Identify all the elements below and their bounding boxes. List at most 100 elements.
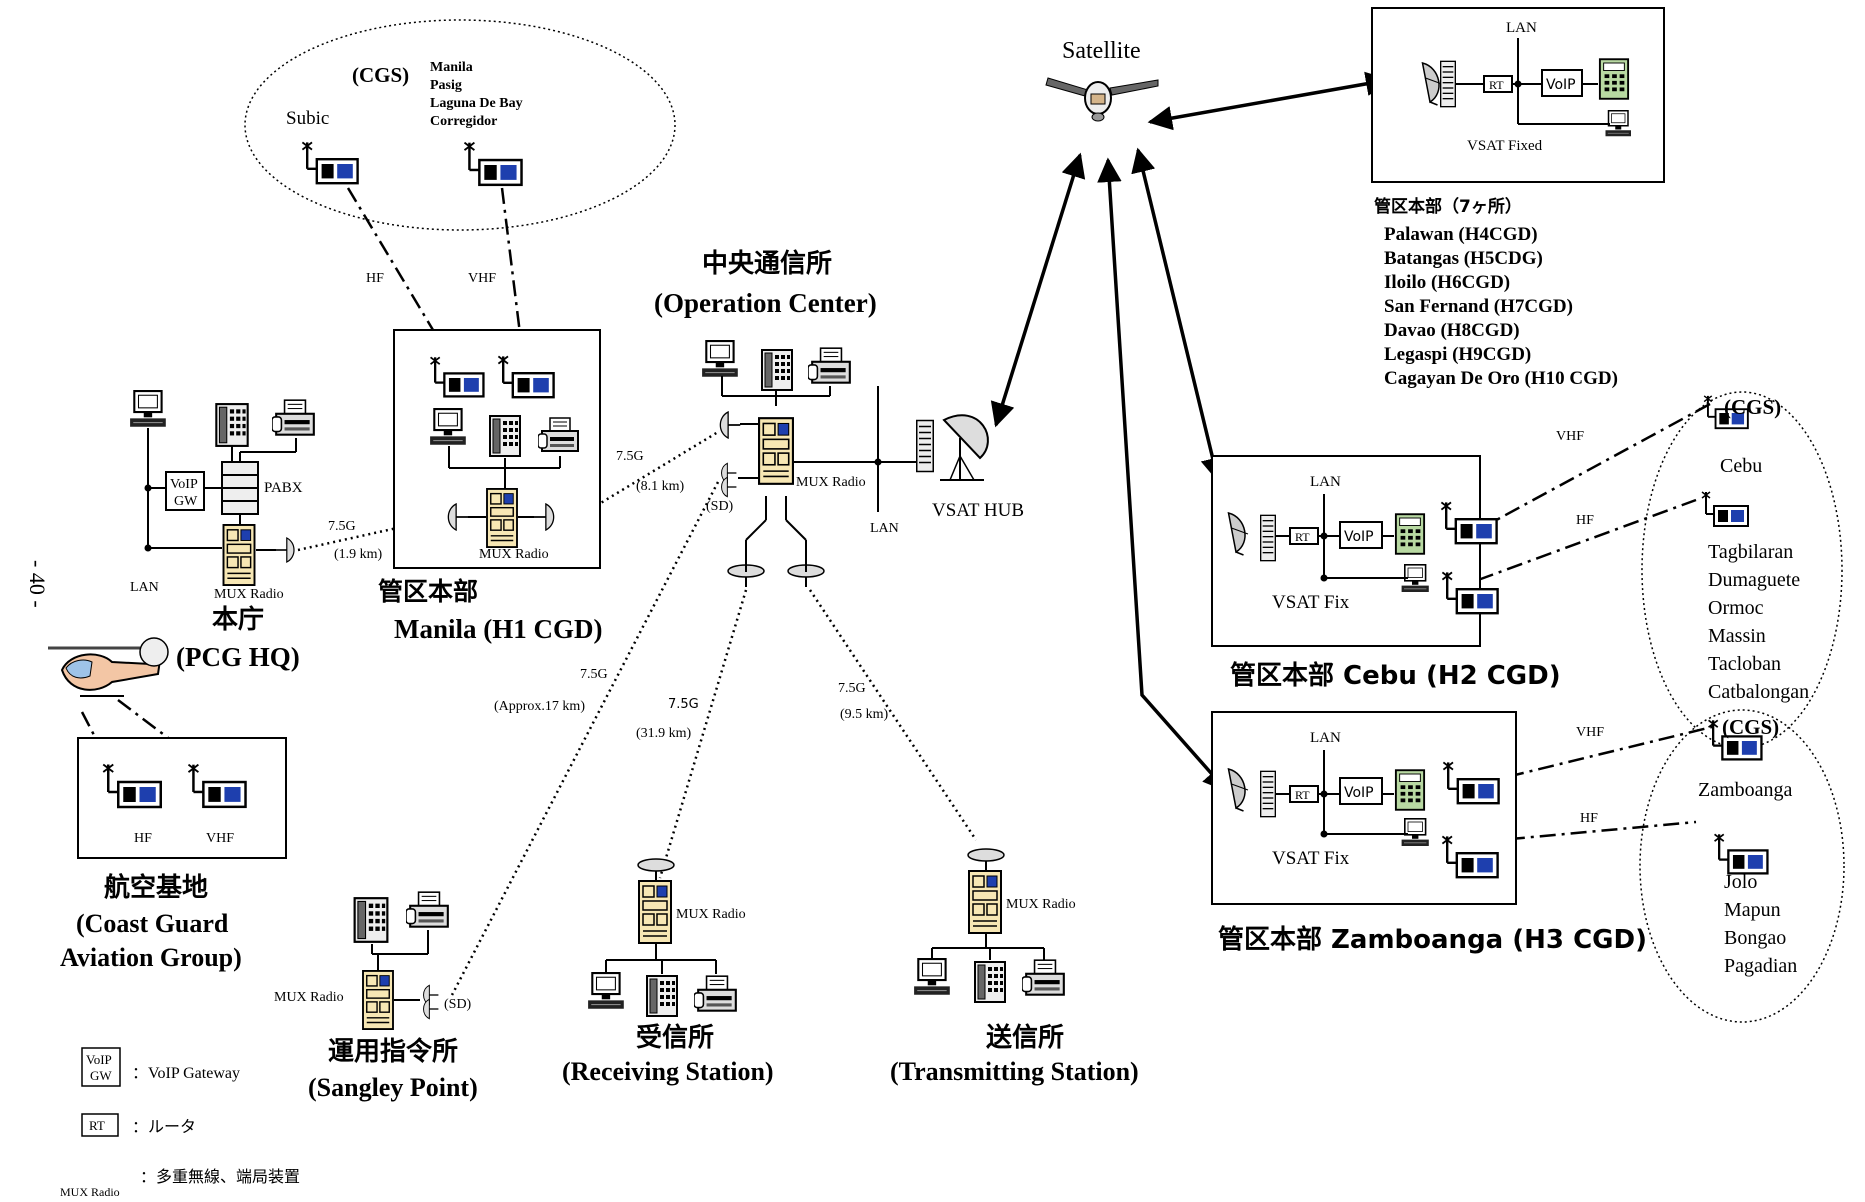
aviation-title-en1: (Coast Guard xyxy=(76,909,229,938)
server-rack-icon xyxy=(917,421,934,472)
svg-text:Cebu: Cebu xyxy=(1720,455,1762,477)
aviation-title-jp: 航空基地 xyxy=(104,872,208,903)
fax-icon xyxy=(694,976,736,1011)
svg-text:Zamboanga: Zamboanga xyxy=(1698,779,1793,801)
svg-text:HF: HF xyxy=(1576,513,1594,528)
svg-text:VSAT Fix: VSAT Fix xyxy=(1272,592,1350,613)
h1-title-jp: 管区本部 xyxy=(378,577,478,606)
svg-text:LAN: LAN xyxy=(870,521,899,536)
regional-item-0: Palawan (H4CGD) xyxy=(1384,224,1538,245)
svg-text:7.5G: 7.5G xyxy=(838,681,866,696)
cgs-top-place-0: Manila xyxy=(430,60,473,75)
computer-icon xyxy=(130,391,166,427)
svg-text:VHF: VHF xyxy=(1576,725,1604,740)
svg-text:HF: HF xyxy=(1580,811,1598,826)
transmitting-station: MUX Radio xyxy=(914,849,1076,1002)
svg-text:7.5G: 7.5G xyxy=(616,449,644,464)
link-sat-hub xyxy=(996,155,1080,425)
pcg-hq: VoIP GW PABX LAN MUX Radio xyxy=(130,391,314,602)
ops-title-jp: 中央通信所 xyxy=(702,249,832,279)
cebu-cgs-group: (CGS) Cebu Tagbilaran Dumaguete Ormoc Ma… xyxy=(1642,392,1842,748)
sangley-point: MUX Radio (SD) xyxy=(274,892,472,1029)
cgs-top-group: (CGS) Manila Pasig Laguna De Bay Corregi… xyxy=(245,20,675,230)
fax-icon xyxy=(1022,960,1064,995)
vhf-link-label: VHF xyxy=(468,271,496,286)
zamboanga-place-0: Jolo xyxy=(1724,871,1757,893)
satellite: Satellite xyxy=(1046,38,1158,121)
cebu-place-3: Massin xyxy=(1708,625,1766,647)
legend-mux-label: MUX Radio xyxy=(60,1185,120,1199)
telephone-icon xyxy=(355,898,388,942)
sd-antenna-icon xyxy=(424,999,439,1018)
fax-icon xyxy=(406,892,448,927)
transmitting-title-en: (Transmitting Station) xyxy=(890,1057,1139,1086)
hf-radio-icon xyxy=(1715,834,1768,873)
helicopter-icon xyxy=(48,638,168,696)
satellite-label: Satellite xyxy=(1062,38,1141,64)
regional-item-6: Cagayan De Oro (H10 CGD) xyxy=(1384,368,1618,389)
computer-icon xyxy=(588,973,624,1009)
svg-text:VHF: VHF xyxy=(1556,429,1584,444)
regional-item-2: Iloilo (H6CGD) xyxy=(1384,272,1510,293)
microwave-antenna-icon xyxy=(276,538,294,562)
vhf-radio-icon xyxy=(464,143,521,185)
computer-icon xyxy=(702,341,738,377)
aviation-title-en2: Aviation Group) xyxy=(60,943,242,972)
svg-text:(SD): (SD) xyxy=(444,997,472,1012)
cebu-place-5: Catbalongan xyxy=(1708,681,1809,703)
computer-icon xyxy=(914,959,950,995)
cebu-place-2: Ormoc xyxy=(1708,597,1764,619)
svg-text:(31.9 km): (31.9 km) xyxy=(636,726,692,741)
zamboanga-cgs-group: (CGS) Zamboanga Jolo Mapun Bongao Pagadi… xyxy=(1640,710,1844,1022)
svg-text:VoIP: VoIP xyxy=(170,477,198,492)
cebu-place-0: Tagbilaran xyxy=(1708,541,1793,563)
mux-radio-icon xyxy=(969,871,1001,933)
svg-text:(CGS): (CGS) xyxy=(1724,395,1781,419)
regional-item-5: Legaspi (H9CGD) xyxy=(1384,344,1531,365)
regional-heading: 管区本部（7ヶ所） xyxy=(1374,196,1522,217)
zamboanga-title: 管区本部 Zamboanga (H3 CGD) xyxy=(1218,925,1647,955)
svg-text:VoIP: VoIP xyxy=(1546,77,1576,93)
link-sat-regional xyxy=(1150,80,1388,122)
cebu-place-1: Dumaguete xyxy=(1708,569,1800,591)
svg-text:VHF: VHF xyxy=(206,831,234,846)
link-sat-zamboanga xyxy=(1108,160,1226,790)
receiving-title-jp: 受信所 xyxy=(636,1022,714,1053)
svg-text:7.5G: 7.5G xyxy=(580,667,608,682)
svg-text:MUX Radio: MUX Radio xyxy=(214,587,284,602)
voip-phone-icon xyxy=(1396,770,1424,810)
fax-icon xyxy=(808,348,850,383)
zamboanga-place-1: Mapun xyxy=(1724,899,1781,921)
cgs-top-title: (CGS) xyxy=(352,63,409,87)
svg-text:VSAT Fixed: VSAT Fixed xyxy=(1467,138,1543,154)
receiving-title-en: (Receiving Station) xyxy=(562,1057,774,1086)
h1-title-en: Manila (H1 CGD) xyxy=(394,614,603,644)
fax-icon xyxy=(272,400,314,435)
svg-text:(8.1 km): (8.1 km) xyxy=(636,479,685,494)
cgs-top-place-3: Corregidor xyxy=(430,114,497,129)
sangley-title-jp: 運用指令所 xyxy=(328,1036,458,1067)
voip-phone-icon xyxy=(1600,59,1628,99)
svg-text:GW: GW xyxy=(90,1068,112,1083)
hf-radio-icon xyxy=(302,142,357,183)
telephone-icon xyxy=(490,416,520,456)
regional-item-3: San Fernand (H7CGD) xyxy=(1384,296,1573,317)
svg-text:MUX Radio: MUX Radio xyxy=(274,990,344,1005)
mux-radio-icon xyxy=(363,971,393,1029)
server-rack-icon xyxy=(1441,61,1456,106)
mux-radio-icon xyxy=(487,489,517,547)
link-sat-cebu xyxy=(1138,150,1218,480)
microwave-antenna-icon xyxy=(720,412,740,438)
operation-center: MUX Radio (SD) LAN VSAT HUB xyxy=(702,341,1024,587)
cebu-h2-box: LAN RT VoIP VSAT Fix xyxy=(1212,456,1498,646)
manila-h1-box: MUX Radio xyxy=(394,330,600,568)
voip-phone-icon xyxy=(1396,514,1424,554)
computer-icon xyxy=(430,409,466,445)
computer-icon xyxy=(1402,819,1429,846)
cebu-title: 管区本部 Cebu (H2 CGD) xyxy=(1230,661,1561,691)
mux-radio-icon xyxy=(759,418,793,484)
hf-link-label: HF xyxy=(366,271,384,286)
cebu-place-4: Tacloban xyxy=(1708,653,1781,675)
server-rack-icon xyxy=(1261,771,1276,816)
svg-text:MUX Radio: MUX Radio xyxy=(479,547,549,562)
